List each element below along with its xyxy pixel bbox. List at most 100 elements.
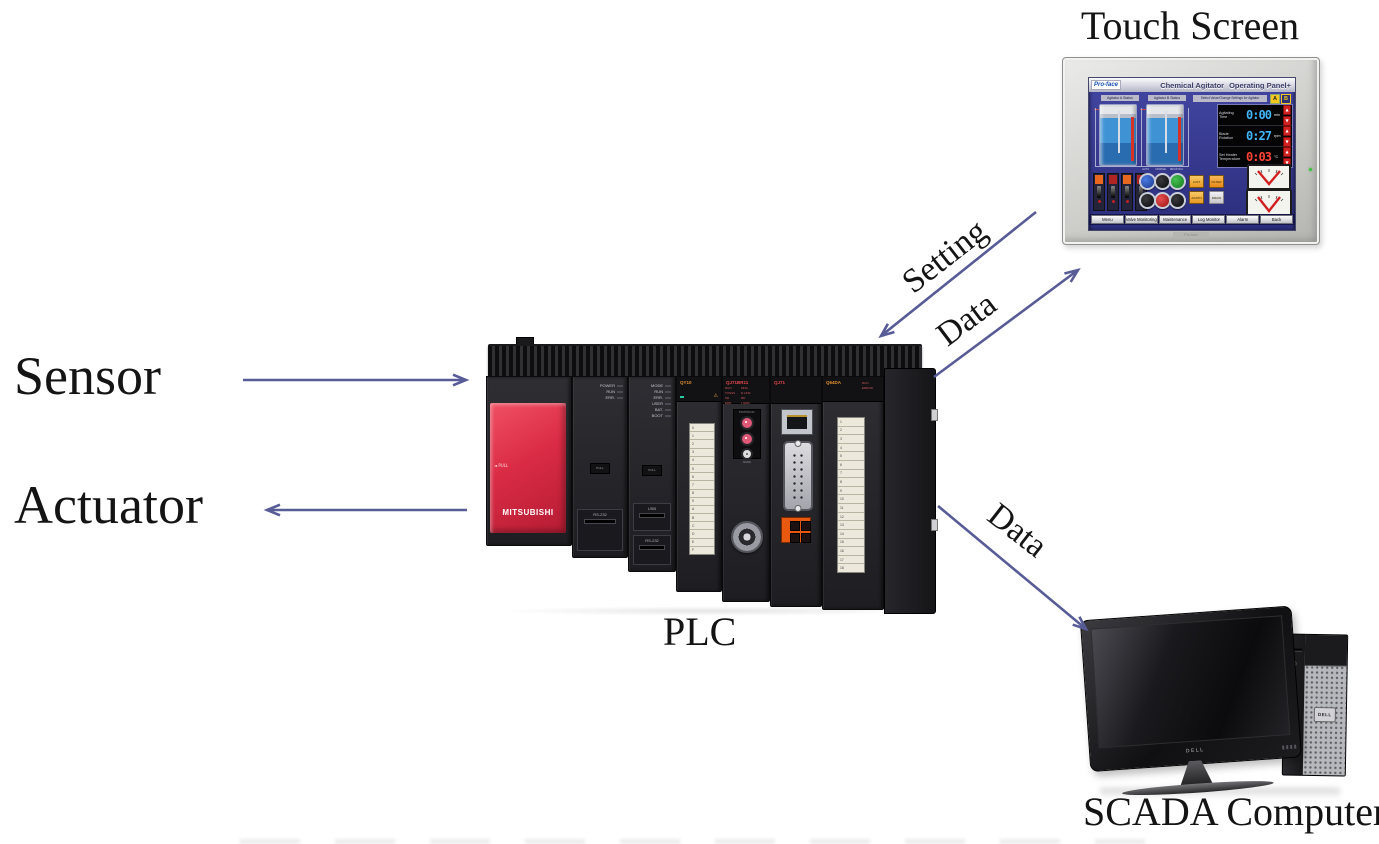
toggle-switch [1121, 173, 1133, 211]
pull-tab: PULL [642, 465, 662, 476]
selector-a-button: A [1270, 94, 1280, 104]
terminal-cell: 0 [690, 424, 714, 433]
readout-up-down-buttons: ▲▼ [1283, 125, 1292, 147]
terminal-cell: 8 [838, 478, 864, 487]
readout-panel: Agitating Time 0:00 min ▲▼ Blade Rotatio… [1217, 104, 1293, 168]
terminal-cell: 5 [690, 465, 714, 474]
terminal-cell: A [690, 506, 714, 515]
scada-computer-label: SCADA Computer [1083, 789, 1379, 834]
led-label: RD [741, 396, 746, 400]
terminal-cell: 1 [838, 418, 864, 427]
function-button-bank: AJST FILTER AGSTN DRAIN [1189, 175, 1224, 204]
agitator-tank-a [1099, 104, 1137, 166]
monitor: DELL [1079, 599, 1305, 799]
up-arrow-icon: ▲ [1283, 104, 1291, 115]
led-label: BAT. [651, 407, 671, 413]
actuator-label: Actuator [14, 475, 203, 535]
tank-a-status-label: Agitator A Status [1101, 95, 1139, 101]
module-model-label: QY10 [680, 380, 692, 385]
terminal-hole [790, 521, 800, 531]
readout-value: 0:27 [1246, 129, 1272, 143]
agitator-tank-b [1146, 104, 1184, 166]
plc-power-supply-module: ◄ PULL MITSUBISHI [486, 376, 572, 546]
rs232-label: RS-232 [593, 512, 607, 517]
readout-unit: rpm [1274, 134, 1281, 138]
terminal-hole [790, 533, 800, 543]
pipe-segment [1095, 166, 1189, 167]
led-label: L ERR. [741, 401, 751, 405]
toggle-switch [1107, 173, 1119, 211]
analog-gauge [1247, 164, 1291, 190]
round-button-bank [1139, 173, 1186, 209]
readout-row: Agitating Time 0:00 min ▲▼ [1218, 104, 1292, 126]
terminal-hole [801, 533, 811, 543]
terminal-cell: 4 [838, 444, 864, 453]
hmi-menu-button: Maintenance [1158, 215, 1192, 224]
usb-port: USB [633, 503, 671, 531]
round-button-label: NORMAL [1155, 168, 1167, 171]
selector-b-button: B [1281, 94, 1291, 104]
module-cap: QJ71BR11 RUN MNG T.PASS D.LINK SD RD ERR… [723, 377, 769, 405]
led-label: BOOT [651, 413, 671, 419]
terminal-cell: 5 [838, 452, 864, 462]
plc-device: ◄ PULL MITSUBISHI POWER RUN ERR. PULL RS… [486, 337, 938, 616]
terminal-cell: 3 [690, 449, 714, 457]
station-switch-panel: STATION NO. MODE [733, 409, 761, 464]
plc-cpu-module: MODE RUN ERR. USER BAT. BOOT PULL USB RS… [628, 376, 676, 572]
agitator-selector-label: Select Value/Change Settings for Agitato… [1193, 95, 1267, 102]
recip-rack-button [1169, 173, 1186, 190]
mitsubishi-logo: MITSUBISHI [502, 508, 554, 517]
psu-red-door: ◄ PULL MITSUBISHI [490, 403, 566, 533]
terminal-cell: 18 [840, 566, 844, 571]
actuator-arrow [263, 503, 467, 517]
agitation-button: AGSTN [1189, 191, 1204, 204]
monitor-screen [1090, 615, 1291, 749]
scada-computer-image: DELL DELL [1079, 605, 1361, 798]
toggle-switch [1093, 173, 1105, 211]
terminal-cell: 11 [838, 504, 864, 513]
toggle-switch-bank [1093, 173, 1147, 211]
filter-button: FILTER [1209, 175, 1224, 188]
hmi-title-right: Operating Panel+ [1229, 80, 1291, 90]
pipe-segment [1141, 108, 1142, 166]
adjust-button: AJST [1189, 175, 1204, 188]
readout-up-down-buttons: ▲▼ [1283, 104, 1292, 126]
led-label: ERROR [862, 386, 873, 390]
dell-monitor-logo: DELL [1185, 747, 1205, 755]
pipe-segment [1188, 108, 1189, 166]
readout-label: Set Heater Temperature [1219, 152, 1241, 161]
plc-vent-fins [488, 344, 922, 378]
pipe-segment [1094, 109, 1102, 110]
readout-value: 0:00 [1246, 108, 1272, 122]
module-cap: QJ71 [771, 377, 821, 404]
terminal-cell: 4 [690, 457, 714, 465]
up-arrow-icon: ▲ [1283, 125, 1291, 136]
module-model-label: QJ71BR11 [726, 380, 749, 385]
led-label-column: POWER RUN ERR. [600, 383, 623, 401]
led-label: MNG [741, 386, 748, 390]
terminal-cell: 7 [838, 470, 864, 479]
led-label: D.LINK [741, 391, 751, 395]
readout-unit: min [1274, 113, 1281, 117]
terminal-cell: 10 [838, 495, 864, 505]
led-label: SD [725, 396, 730, 400]
module-cap: QY10 ⚠ [677, 377, 721, 402]
connector-pins [789, 451, 807, 501]
terminal-cell: C [690, 522, 714, 531]
led-label: RUN [600, 389, 623, 395]
terminal-cell: 2 [838, 427, 864, 436]
readout-value: 0:03 [1246, 150, 1272, 164]
terminal-cell: 7 [690, 481, 714, 490]
station-number-label: STATION NO. [738, 411, 756, 414]
hmi-title-left: Chemical Agitator [1160, 80, 1225, 90]
up-arrow-icon: ▲ [1283, 146, 1291, 157]
plc-shadow [496, 606, 926, 616]
down-arrow-icon: ▼ [1283, 115, 1291, 126]
